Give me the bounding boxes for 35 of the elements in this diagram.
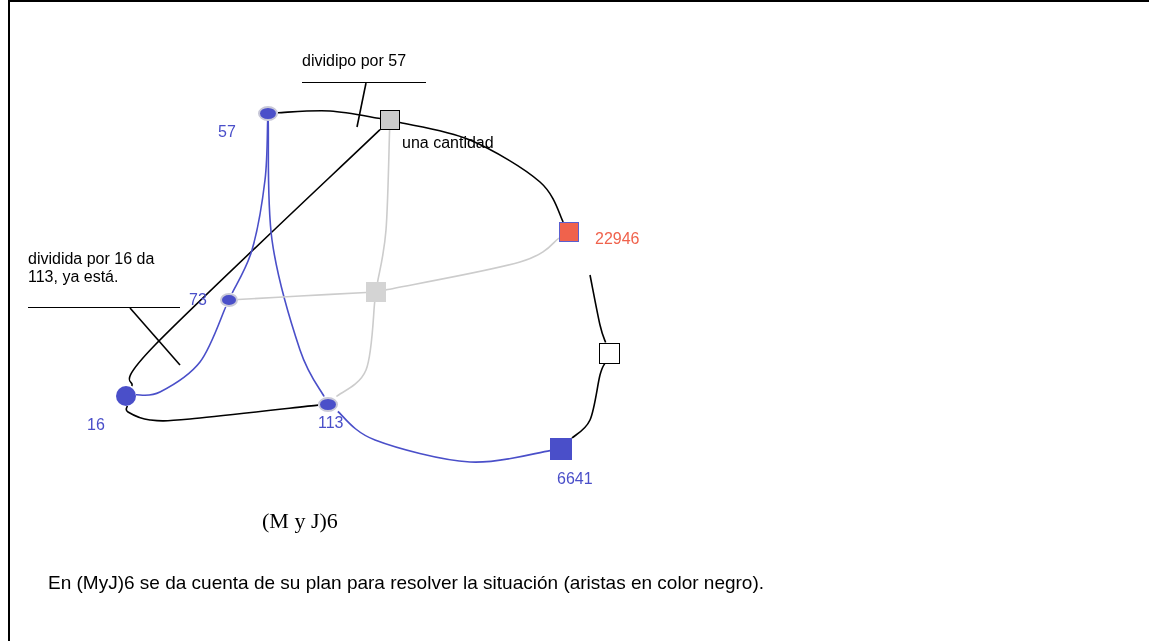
connector-line	[376, 129, 391, 283]
connector-line	[385, 237, 560, 291]
connector-line	[267, 119, 325, 398]
connector-line	[589, 274, 607, 344]
callout-box	[28, 250, 180, 308]
connector-line	[128, 128, 381, 387]
hyperedge-square	[550, 438, 572, 460]
connector-line	[125, 404, 319, 422]
leader-line	[129, 307, 181, 366]
connector-line	[335, 301, 376, 398]
connector-line	[277, 109, 381, 120]
vertex-dot	[116, 386, 136, 406]
connector-line	[399, 121, 564, 223]
connector-line	[337, 410, 551, 463]
hyperedge-square	[598, 342, 620, 364]
hyperedge-square	[380, 110, 400, 130]
hyperedge-square	[366, 282, 386, 302]
connector-line	[571, 362, 606, 439]
callout-text: dividida por 16 da 113, ya está.	[28, 250, 156, 286]
vertex-label: 22946	[595, 230, 640, 248]
callout-text: dividipo por 57	[302, 52, 408, 70]
vertex-label: 57	[218, 123, 236, 141]
connector-line	[135, 306, 227, 397]
caption-text: En (MyJ)6 se da cuenta de su plan para resolver la situación (aristas en color negro).	[48, 572, 765, 594]
vertex-dot	[318, 396, 338, 412]
connector-line	[237, 291, 367, 301]
vertex-dot	[220, 293, 238, 307]
leader-line	[356, 82, 367, 128]
vertex-label: 113	[318, 414, 344, 432]
hyperedge-square	[559, 222, 579, 242]
vertex-dot	[258, 105, 278, 121]
callout-box	[302, 52, 426, 83]
vertex-label: 16	[87, 416, 105, 434]
vertex-label: 6641	[557, 470, 593, 488]
figure-label: (M y J)6	[262, 508, 338, 534]
